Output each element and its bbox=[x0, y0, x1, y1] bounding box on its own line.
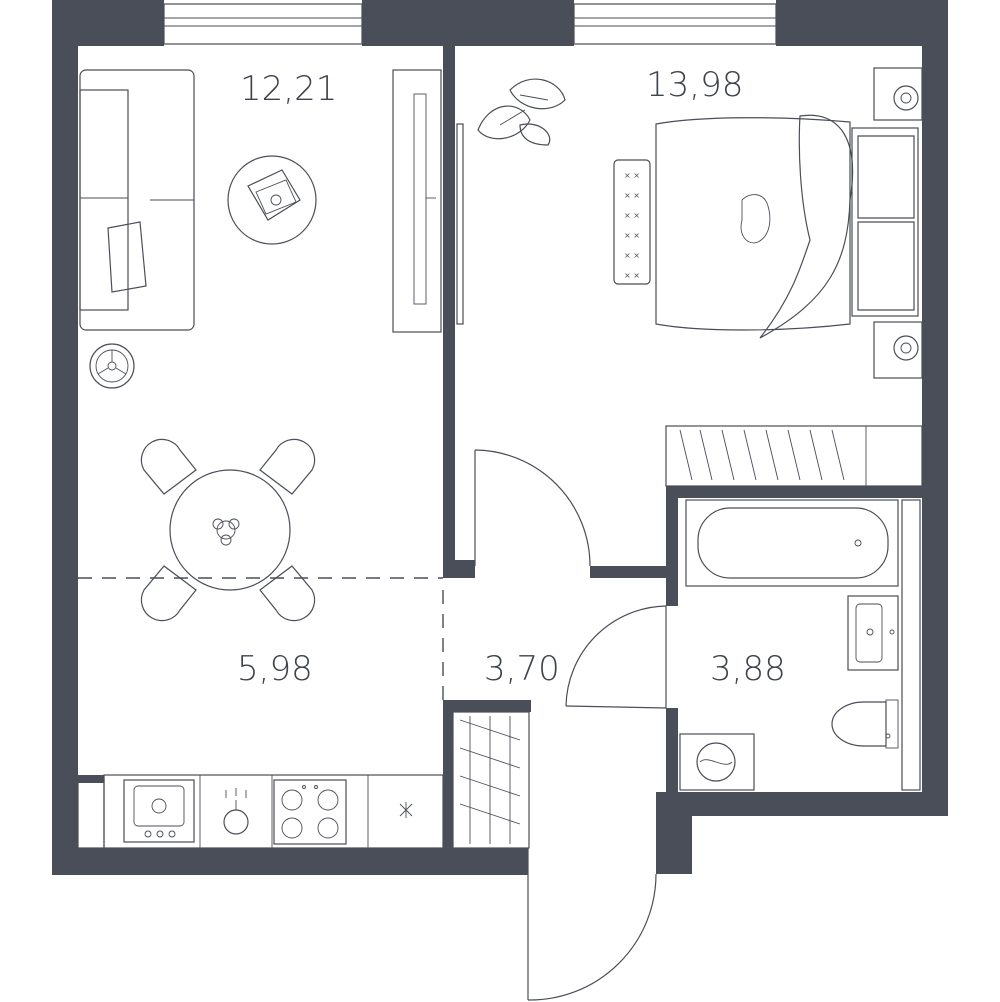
coffee-table bbox=[227, 155, 317, 245]
washbasin-icon bbox=[847, 595, 899, 671]
window-living bbox=[163, 3, 363, 45]
nightstand-lamp-bottom bbox=[873, 321, 923, 379]
bath-right-wall-cabinet bbox=[901, 499, 921, 791]
toilet-icon bbox=[831, 699, 899, 749]
bench: × × × × × × × × × × × × bbox=[613, 159, 651, 285]
nightstand-lamp-top bbox=[873, 67, 923, 121]
sink-icon bbox=[199, 775, 273, 848]
wall-bath-bottom bbox=[666, 792, 948, 816]
floor-lamp-icon bbox=[89, 343, 135, 389]
wardrobe-bedroom-left bbox=[456, 123, 464, 325]
washing-machine-icon bbox=[679, 733, 755, 791]
oven-icon bbox=[123, 779, 195, 843]
tv-stand bbox=[392, 69, 442, 333]
plant-icon bbox=[477, 78, 566, 146]
svg-text:× ×: × × bbox=[624, 271, 640, 280]
dining-table bbox=[169, 469, 291, 591]
kitchen-counter bbox=[77, 774, 444, 849]
walls bbox=[52, 0, 948, 875]
bathtub-icon bbox=[685, 499, 899, 587]
fridge-icon bbox=[367, 775, 413, 848]
wall-bath-top bbox=[666, 486, 922, 498]
wardrobe-bedroom bbox=[665, 425, 923, 487]
wall-right-mid bbox=[922, 420, 948, 490]
area-living-room: 12,21 bbox=[240, 69, 337, 109]
wall-bottom bbox=[52, 848, 528, 875]
wall-hall-left-top bbox=[443, 560, 475, 578]
area-kitchen: 5,98 bbox=[237, 649, 313, 689]
area-bathroom: 3,88 bbox=[710, 649, 786, 689]
svg-text:× ×: × × bbox=[624, 211, 640, 220]
bed bbox=[655, 114, 919, 339]
area-hallway: 3,70 bbox=[484, 649, 560, 689]
wall-top-right bbox=[776, 0, 948, 46]
wall-right bbox=[922, 0, 948, 815]
wall-hall-top bbox=[590, 566, 668, 578]
wall-top-middle bbox=[362, 0, 574, 46]
door-bedroom[interactable] bbox=[474, 449, 591, 567]
svg-text:× ×: × × bbox=[624, 231, 640, 240]
window-bedroom bbox=[573, 3, 777, 45]
wall-hall-left-lower bbox=[443, 705, 453, 850]
dining-chairs bbox=[140, 438, 316, 622]
svg-text:× ×: × × bbox=[624, 251, 640, 260]
svg-text:× ×: × × bbox=[624, 191, 640, 200]
sofa bbox=[79, 69, 195, 331]
svg-text:× ×: × × bbox=[624, 171, 640, 180]
door-bathroom[interactable] bbox=[565, 605, 667, 709]
wall-bath-left-upper bbox=[666, 486, 678, 606]
wall-partition-living-bedroom bbox=[443, 46, 455, 576]
stove-icon bbox=[273, 779, 347, 845]
wall-left bbox=[52, 0, 78, 875]
door-entrance[interactable] bbox=[527, 848, 657, 1001]
wall-entrance-right bbox=[656, 792, 692, 874]
wall-bath-left-lower bbox=[666, 708, 678, 816]
wall-wardrobe-top bbox=[443, 700, 531, 712]
wardrobe-hallway bbox=[452, 711, 530, 849]
area-bedroom: 13,98 bbox=[646, 65, 743, 105]
